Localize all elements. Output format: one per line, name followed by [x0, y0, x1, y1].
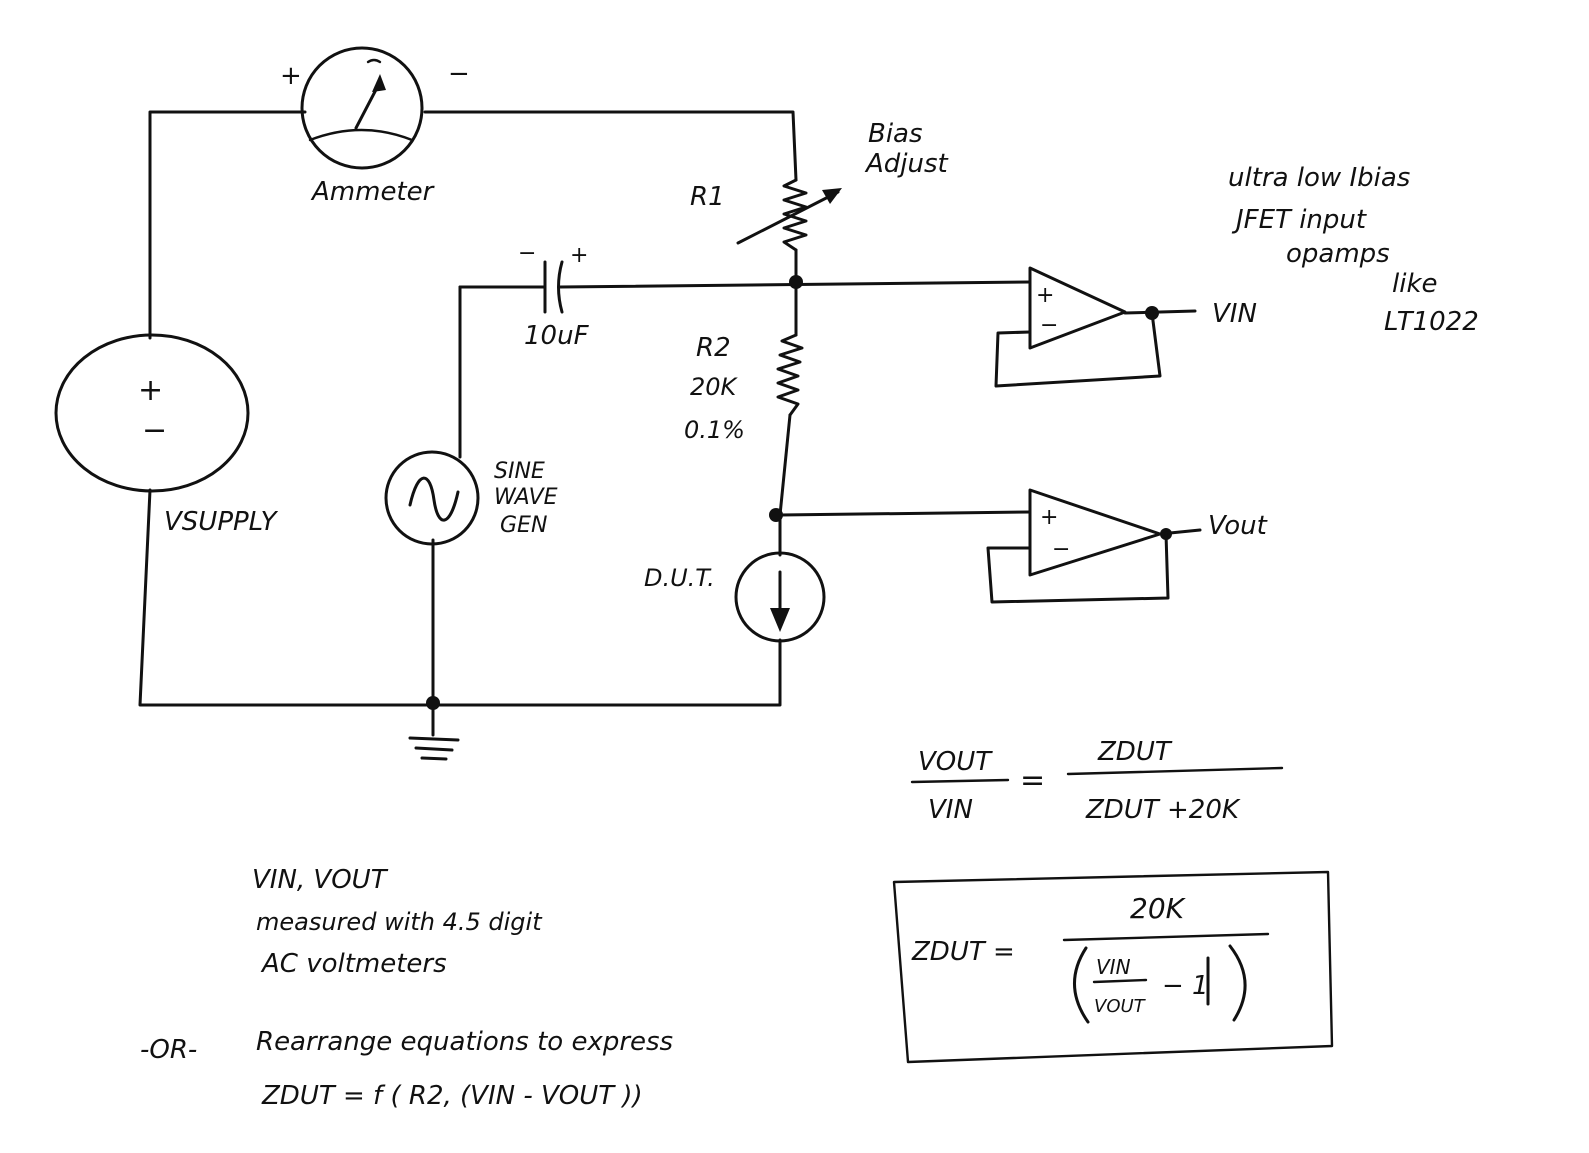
opamp-note-line5: LT1022: [1384, 307, 1479, 337]
measure-note-line1: VIN, VOUT: [252, 865, 389, 895]
wires: [138, 110, 1032, 761]
dut-current-source: [734, 551, 826, 643]
measure-note-line3: AC voltmeters: [260, 949, 447, 979]
sine-label-line2: WAVE: [494, 485, 558, 510]
eq1-equals: =: [1020, 763, 1045, 798]
opamp-note-line4: like: [1392, 269, 1438, 299]
ammeter: [300, 46, 424, 170]
sine-label-line1: SINE: [494, 459, 545, 484]
supply-minus: −: [142, 413, 167, 448]
opamp-note-line3: opamps: [1286, 239, 1390, 269]
r1-label: R1: [690, 182, 725, 212]
supply-circle: [54, 333, 250, 493]
r2-value: 20K: [690, 373, 739, 401]
supply-label: VSUPPLY: [164, 507, 279, 537]
r1-adjust-line1: Bias: [868, 119, 923, 149]
or-note-prefix: -OR-: [140, 1035, 197, 1065]
ammeter-label: Ammeter: [310, 177, 436, 207]
ammeter-plus: +: [280, 61, 302, 91]
opamp-top-minus: −: [1040, 313, 1058, 338]
r2-tolerance: 0.1%: [684, 416, 745, 444]
opamp-top: [994, 266, 1197, 388]
r2-resistor: [776, 333, 804, 417]
r2-label: R2: [696, 333, 731, 363]
eq1-lhs-denominator: VIN: [928, 795, 973, 825]
eq2-minus-one: − 1: [1162, 971, 1209, 1001]
eq1-lhs-numerator: VOUT: [918, 747, 993, 777]
eq2-lhs: ZDUT =: [911, 937, 1015, 967]
dut-label: D.U.T.: [644, 564, 715, 592]
opamp-bottom: [986, 488, 1202, 604]
sine-generator: [384, 450, 480, 546]
capacitor-minus: −: [518, 241, 536, 266]
or-note-line1: Rearrange equations to express: [256, 1027, 673, 1057]
opamp-note-line1: ultra low Ibias: [1228, 163, 1410, 193]
opamp-top-output: VIN: [1212, 299, 1257, 329]
r1-adjust-line2: Adjust: [864, 149, 949, 179]
eq2-numerator: 20K: [1130, 892, 1187, 925]
opamp-bottom-minus: −: [1052, 537, 1070, 562]
eq1-rhs-numerator: ZDUT: [1097, 737, 1173, 767]
eq2-inner-denominator: VOUT: [1094, 996, 1147, 1017]
opamp-note-line2: JFET input: [1231, 205, 1367, 235]
opamp-bottom-output: Vout: [1208, 511, 1268, 541]
r1-resistor: [736, 178, 842, 252]
opamp-bottom-plus: +: [1040, 505, 1058, 530]
capacitor-plus: +: [570, 243, 588, 268]
opamp-top-plus: +: [1036, 283, 1054, 308]
eq2-inner-numerator: VIN: [1096, 955, 1131, 979]
equation-divider-ratio: [910, 766, 1284, 784]
capacitor-value: 10uF: [524, 321, 590, 351]
eq1-rhs-denominator: ZDUT +20K: [1085, 795, 1241, 825]
measure-note-line2: measured with 4.5 digit: [256, 908, 543, 936]
equation-boxed: [892, 870, 1334, 1064]
supply-plus: +: [138, 373, 163, 408]
capacitor: [543, 260, 564, 314]
or-note-line2: ZDUT = f ( R2, (VIN - VOUT )): [261, 1081, 643, 1111]
ammeter-minus: −: [448, 59, 470, 89]
sine-label-line3: GEN: [500, 513, 547, 538]
